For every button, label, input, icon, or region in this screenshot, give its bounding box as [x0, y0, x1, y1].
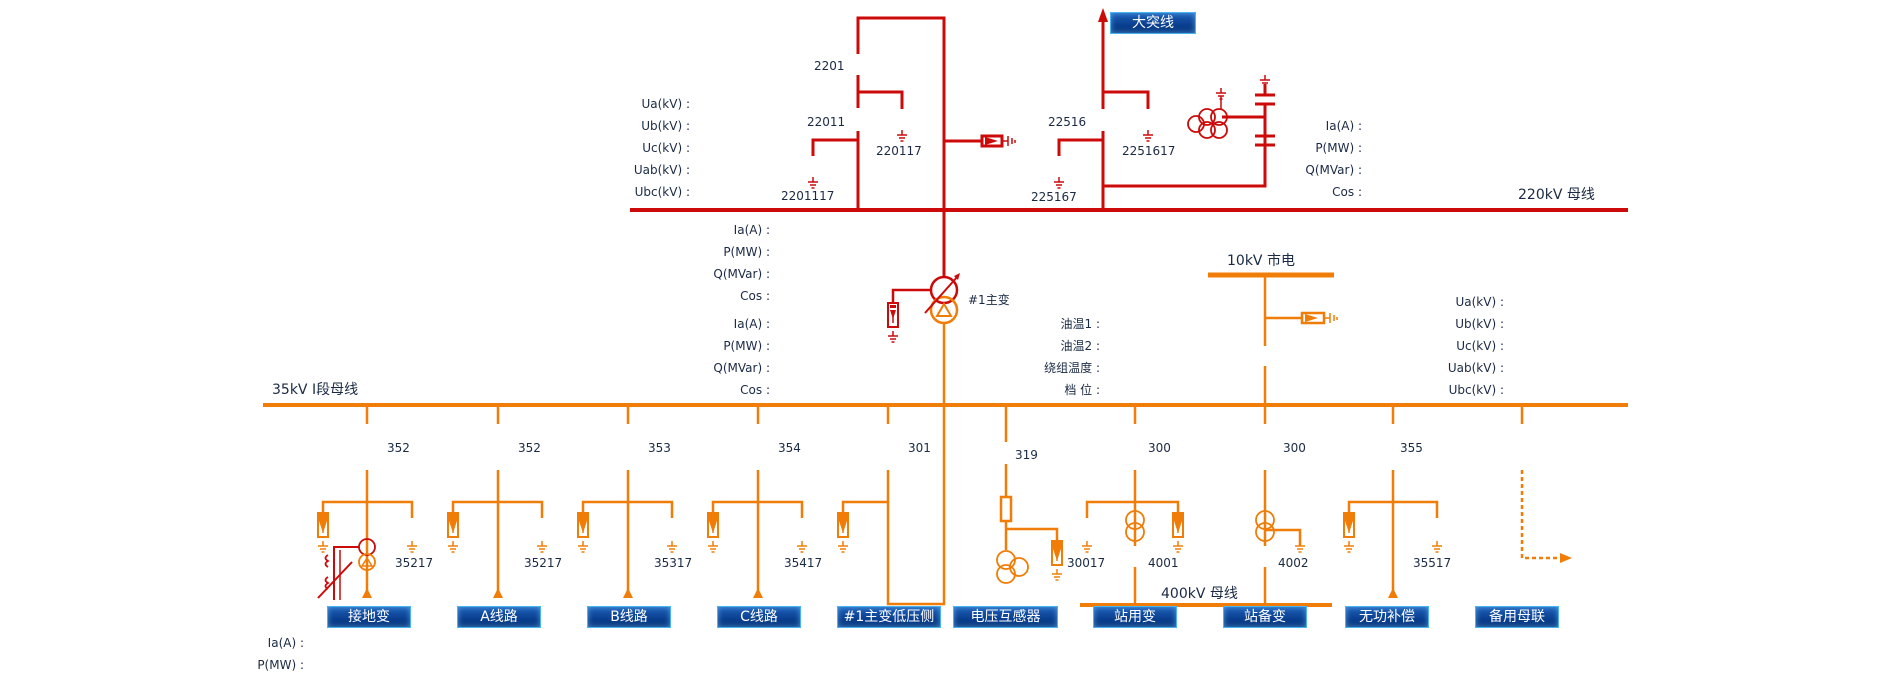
breaker-label: 300 — [1283, 441, 1306, 455]
measure-label: Cos : — [1332, 185, 1362, 199]
ground-switch-label: 35217 — [524, 556, 563, 570]
breaker-label: 301 — [908, 441, 931, 455]
measure-label: Uab(kV) : — [633, 163, 690, 177]
ground-switch-label: 35517 — [1413, 556, 1452, 570]
ground-switch-label: 35417 — [784, 556, 823, 570]
feeder-button-tx-low-side[interactable]: #1主变低压侧 — [837, 606, 941, 628]
feeder-button-line-c[interactable]: C线路 — [717, 606, 801, 628]
feeder-button-station-standby[interactable]: 站备变 — [1223, 606, 1307, 628]
measure-label: Cos : — [740, 383, 770, 397]
feeder-bay-3 — [576, 405, 679, 598]
measure-tx-temperature: 油温1 : 油温2 : 绕组温度 : 档 位 : — [1000, 313, 1100, 401]
measure-label: Ub(kV) : — [641, 119, 690, 133]
measure-label: Uc(kV) : — [642, 141, 690, 155]
feeder-button-grounding-transformer[interactable]: 接地变 — [327, 606, 411, 628]
measure-label: Cos : — [740, 289, 770, 303]
main-transformer-1 — [887, 273, 960, 405]
measure-label: Q(MVar) : — [713, 361, 770, 375]
feeder-button-spare-bus-tie[interactable]: 备用母联 — [1475, 606, 1559, 628]
bus-35kv-label: 35kV I段母线 — [272, 382, 359, 398]
bus-10kv-section — [1208, 272, 1338, 405]
switch-220117-label: 220117 — [876, 144, 922, 158]
measure-label: Ua(kV) : — [641, 97, 690, 111]
ground-switch-label: 35217 — [395, 556, 434, 570]
breaker-label: 355 — [1400, 441, 1423, 455]
feeder-button-reactive-compensation[interactable]: 无功补偿 — [1345, 606, 1429, 628]
ground-switch-label: 30017 — [1067, 556, 1106, 570]
measure-label: Ia(A) : — [1325, 119, 1362, 133]
measure-label: P(MW) : — [257, 658, 304, 672]
main-transformer-label: #1主变 — [968, 293, 1010, 307]
feeder-button-line-a[interactable]: A线路 — [457, 606, 541, 628]
measure-label: Ubc(kV) : — [634, 185, 690, 199]
measure-label: Ua(kV) : — [1455, 295, 1504, 309]
measure-bottom: Ia(A) : P(MW) : — [230, 632, 304, 676]
measure-label: Ia(A) : — [733, 317, 770, 331]
measure-label: Ub(kV) : — [1455, 317, 1504, 331]
measure-label: Ia(A) : — [267, 636, 304, 650]
bus-35kv-section — [263, 403, 1628, 607]
feeder-bay-spare — [1520, 405, 1572, 563]
switch-225167-label: 225167 — [1031, 190, 1077, 204]
bus-220kv-label: 220kV 母线 — [1518, 187, 1595, 203]
measure-label: Uc(kV) : — [1456, 339, 1504, 353]
switch-2201117-label: 2201117 — [781, 189, 835, 203]
measure-label: 油温2 : — [1060, 339, 1101, 353]
measure-label: P(MW) : — [1315, 141, 1362, 155]
hv-220kv-section — [630, 8, 1628, 278]
datu-line-button[interactable]: 大突线 — [1110, 12, 1196, 34]
breaker-label: 319 — [1015, 448, 1038, 462]
measure-label: P(MW) : — [723, 245, 770, 259]
measure-220-power: Ia(A) : P(MW) : Q(MVar) : Cos : — [1280, 115, 1362, 203]
switch-22011-label: 22011 — [807, 115, 846, 129]
feeder-bay-300-b — [1255, 405, 1307, 605]
feeder-bay-319 — [996, 405, 1064, 584]
switch-2251617-label: 2251617 — [1122, 144, 1176, 158]
feeder-button-line-b[interactable]: B线路 — [587, 606, 671, 628]
breaker-label: 352 — [387, 441, 410, 455]
measure-35-voltage: Ua(kV) : Ub(kV) : Uc(kV) : Uab(kV) : Ubc… — [1420, 291, 1504, 401]
breaker-label: 353 — [648, 441, 671, 455]
measure-label: Q(MVar) : — [713, 267, 770, 281]
switch-2201-label: 2201 — [814, 59, 845, 73]
ground-switch-label: 35317 — [654, 556, 693, 570]
measure-label: Ubc(kV) : — [1448, 383, 1504, 397]
measure-label: P(MW) : — [723, 339, 770, 353]
measure-label: Q(MVar) : — [1305, 163, 1362, 177]
feeder-bay-355 — [1342, 405, 1444, 598]
measure-tx-high: Ia(A) : P(MW) : Q(MVar) : Cos : — [690, 219, 770, 307]
breaker-label: 352 — [518, 441, 541, 455]
grounding-transformer — [317, 538, 376, 600]
measure-tx-low: Ia(A) : P(MW) : Q(MVar) : Cos : — [690, 313, 770, 401]
measure-label: Uab(kV) : — [1447, 361, 1504, 375]
feeder-button-voltage-transformer[interactable]: 电压互感器 — [953, 606, 1058, 628]
measure-label: 油温1 : — [1060, 317, 1101, 331]
ground-switch-label: 4001 — [1148, 556, 1179, 570]
bus-10kv-label: 10kV 市电 — [1227, 253, 1295, 269]
measure-label: 绕组温度 : — [1044, 361, 1100, 375]
feeder-bay-300-a — [1080, 405, 1185, 605]
feeder-bay-1 — [316, 405, 419, 598]
measure-220-voltage: Ua(kV) : Ub(kV) : Uc(kV) : Uab(kV) : Ubc… — [610, 93, 690, 203]
measure-label: 档 位 : — [1064, 383, 1100, 397]
ground-switch-label: 4002 — [1278, 556, 1309, 570]
bus-400kv-label: 400kV 母线 — [1161, 586, 1238, 602]
feeder-bay-301 — [836, 405, 946, 606]
feeder-bay-2 — [446, 405, 549, 598]
feeder-bay-4 — [706, 405, 809, 598]
breaker-label: 354 — [778, 441, 801, 455]
feeder-button-station-service[interactable]: 站用变 — [1093, 606, 1177, 628]
breaker-label: 300 — [1148, 441, 1171, 455]
measure-label: Ia(A) : — [733, 223, 770, 237]
switch-22516-label: 22516 — [1048, 115, 1087, 129]
